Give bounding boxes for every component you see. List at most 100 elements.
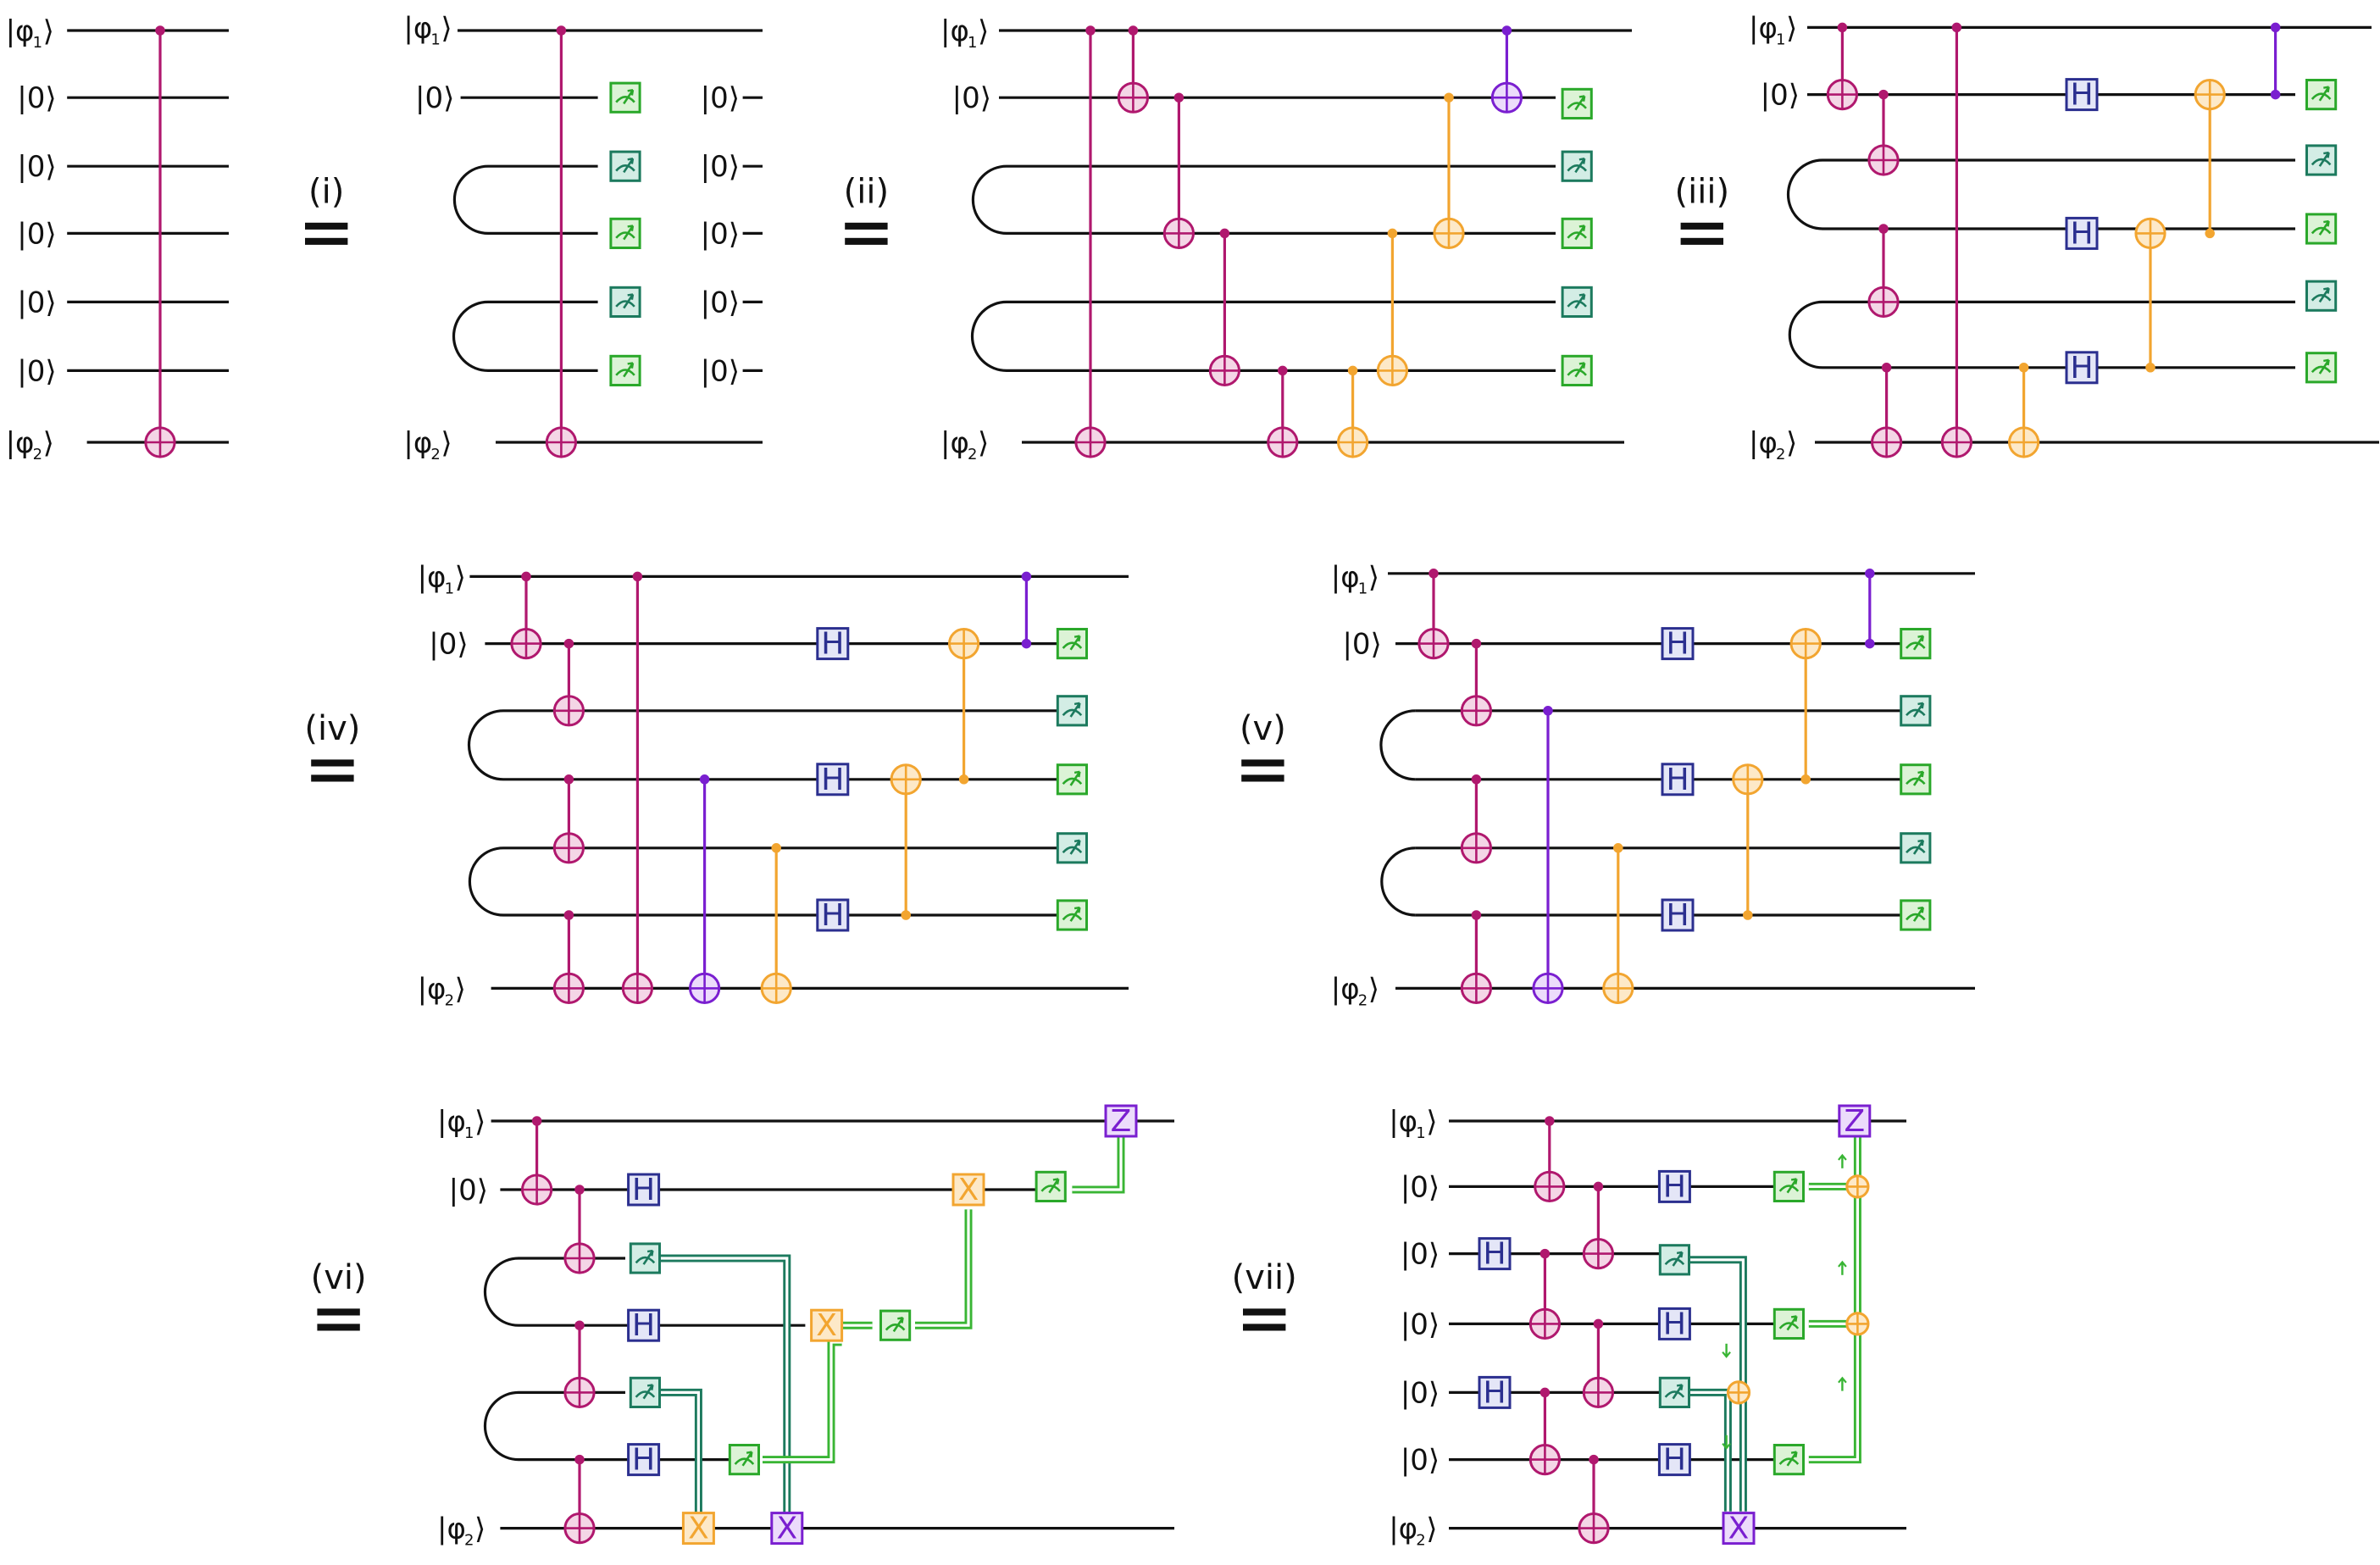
meter-dial xyxy=(615,231,635,239)
cnot-target-symbol xyxy=(144,426,176,458)
cnot-target-symbol xyxy=(2194,79,2226,111)
measurement-gate xyxy=(1900,832,1932,864)
measurement-gate xyxy=(1900,763,1932,796)
meter-arrow-head xyxy=(1578,225,1586,231)
meter-needle xyxy=(1574,293,1586,309)
ket-subscript: 2 xyxy=(445,991,454,1009)
ket-close: ⟩ xyxy=(1368,560,1379,594)
cnot-control-dot xyxy=(1613,843,1623,853)
equals-bar-top xyxy=(1680,222,1723,230)
cnot-control-dot xyxy=(521,571,531,582)
hadamard-gate-label: H xyxy=(1666,763,1689,797)
ket-phi-text: |φ xyxy=(6,14,35,48)
ket-close: ⟩ xyxy=(1426,1512,1437,1546)
pauli-x-gate-label: X xyxy=(1728,1512,1750,1546)
meter-dial xyxy=(1778,1457,1800,1465)
equals-bar-top xyxy=(311,759,354,767)
classical-wire xyxy=(915,1209,973,1329)
equivalence-sign: (vi) xyxy=(311,1258,367,1331)
cz-dot xyxy=(1021,638,1032,649)
hadamard-gate: H xyxy=(816,898,850,933)
ket-phi-text: |φ xyxy=(6,426,35,460)
meter-needle xyxy=(1574,158,1586,174)
classical-wire-gap xyxy=(660,1390,700,1513)
meter-dial xyxy=(1906,846,1926,854)
classical-wire-gap xyxy=(915,1209,970,1327)
measurement-gate xyxy=(609,217,641,249)
ket-label: |φ1⟩ xyxy=(1749,11,1797,48)
ket-subscript: 1 xyxy=(1358,580,1368,597)
measurement-gate xyxy=(2305,79,2338,111)
meter-dial xyxy=(635,1256,656,1264)
ket-label: |φ1⟩ xyxy=(403,11,452,48)
ket-label: |0⟩ xyxy=(701,286,740,319)
meter-dial xyxy=(635,1390,656,1398)
measurement-gate xyxy=(2305,144,2338,176)
cnot-target-symbol xyxy=(2008,426,2040,458)
ket-zero-text: |0⟩ xyxy=(701,286,740,319)
cnot-target-symbol xyxy=(1582,1238,1615,1270)
equivalence-sign: (iii) xyxy=(1675,172,1729,245)
bell-pair-arc xyxy=(970,300,1007,372)
hadamard-gate: H xyxy=(2065,78,2099,113)
cnot-control-dot xyxy=(1545,1116,1555,1126)
bell-pair-arc xyxy=(452,164,489,235)
meter-needle xyxy=(623,362,635,378)
meter-arrow-head xyxy=(1073,839,1081,846)
meter-needle xyxy=(1912,635,1924,651)
meter-arrow-head xyxy=(627,362,635,369)
cnot-control-dot xyxy=(531,1116,542,1126)
pauli-x-gate: X xyxy=(681,1512,715,1546)
cnot-control-dot xyxy=(1471,638,1482,649)
ket-phi-text: |φ xyxy=(403,11,432,45)
ket-label: |φ1⟩ xyxy=(437,1105,485,1142)
measurement-gate xyxy=(609,81,641,114)
meter-needle xyxy=(623,158,635,174)
feedforward-arrow-head xyxy=(1838,1153,1847,1161)
cnot-control-dot xyxy=(2205,228,2215,239)
equals-bar-bottom xyxy=(1243,1324,1286,1331)
cnot-target-symbol xyxy=(563,1242,596,1274)
cnot-target-symbol xyxy=(1337,426,1369,458)
hadamard-gate-label: H xyxy=(2070,351,2093,386)
cnot-control-dot xyxy=(1540,1387,1551,1398)
cnot-target-symbol xyxy=(1940,426,1972,458)
ket-label: |0⟩ xyxy=(1401,1444,1440,1478)
hadamard-gate: H xyxy=(816,627,850,662)
ket-subscript: 2 xyxy=(430,446,440,463)
ket-zero-text: |0⟩ xyxy=(701,217,740,251)
classical-wire-gap xyxy=(1689,1258,1745,1512)
ket-phi-text: |φ xyxy=(437,1512,466,1546)
meter-arrow-head xyxy=(1790,1178,1798,1185)
ket-close: ⟩ xyxy=(455,560,466,594)
measurement-gate xyxy=(1561,354,1593,386)
hadamard-gate: H xyxy=(816,763,850,797)
cz-dot xyxy=(2270,22,2281,33)
cz-dot xyxy=(1021,571,1032,582)
ket-label: |0⟩ xyxy=(17,81,56,115)
meter-arrow-head xyxy=(2323,86,2330,93)
equivalence-sign: (iv) xyxy=(304,709,360,782)
meter-dial xyxy=(1062,777,1083,785)
meter-dial xyxy=(1778,1185,1800,1192)
meter-arrow-head xyxy=(1917,770,1924,778)
ket-label: |0⟩ xyxy=(701,354,740,388)
meter-needle xyxy=(2318,152,2330,167)
equals-bar-top xyxy=(1243,1308,1286,1316)
pauli-x-gate: X xyxy=(951,1173,985,1207)
hadamard-gate-label: H xyxy=(2070,216,2093,251)
pauli-z-gate-frame xyxy=(1104,1104,1138,1138)
cnot-control-dot xyxy=(563,774,574,785)
cnot-target-symbol xyxy=(1534,1170,1566,1203)
ket-label: |φ1⟩ xyxy=(1389,1105,1437,1142)
meter-arrow-head xyxy=(2323,287,2330,294)
meter-needle xyxy=(1786,1315,1798,1331)
cnot-control-dot xyxy=(632,571,643,582)
hadamard-gate-frame xyxy=(627,1173,661,1207)
bell-pair-arc xyxy=(483,1257,519,1327)
measurement-gate xyxy=(1561,286,1593,318)
cnot-control-dot xyxy=(1543,706,1553,716)
measurement-gate xyxy=(609,150,641,182)
pauli-z-gate-label: Z xyxy=(1111,1104,1132,1139)
